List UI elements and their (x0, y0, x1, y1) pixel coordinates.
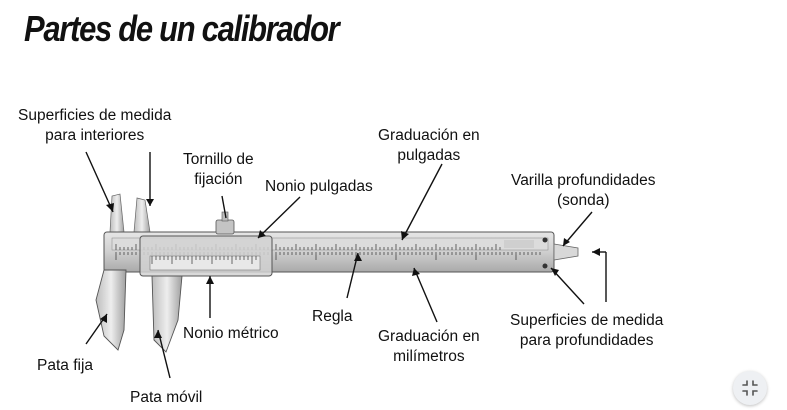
label-regla: Regla (312, 308, 353, 325)
collapse-arrows-icon (742, 380, 758, 396)
inner-fixed-jaw (109, 193, 125, 233)
label-tornillo-fijacion: Tornillo de fijación (183, 151, 254, 188)
label-superficies-profundidades: Superficies de medida para profundidades (510, 312, 664, 349)
label-varilla-profundidades: Varilla profundidades (sonda) (511, 172, 656, 209)
depth-rod (553, 243, 579, 261)
inner-moving-jaw (133, 197, 151, 233)
moving-jaw (151, 275, 183, 353)
label-pata-fija: Pata fija (37, 357, 94, 374)
fixed-jaw (95, 269, 127, 351)
label-nonio-metrico: Nonio métrico (183, 325, 279, 342)
vernier-ticks (151, 256, 257, 264)
label-pata-movil: Pata móvil (130, 389, 203, 406)
page-title: Partes de un calibrador (24, 8, 340, 49)
locking-screw (215, 219, 235, 235)
label-superficies-interiores: Superficies de medida para interiores (18, 107, 172, 144)
label-nonio-pulgadas: Nonio pulgadas (265, 178, 373, 195)
collapse-view-button[interactable] (733, 371, 767, 405)
label-graduacion-milimetros: Graduación en milímetros (378, 328, 480, 365)
label-graduacion-pulgadas: Graduación en pulgadas (378, 127, 480, 164)
